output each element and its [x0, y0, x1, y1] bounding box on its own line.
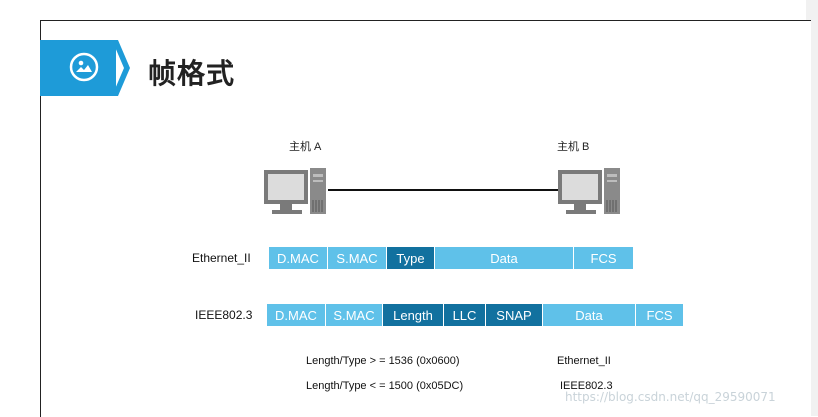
ieee-field-fcs: FCS	[636, 303, 684, 327]
slide-frame	[40, 20, 811, 417]
page-title: 帧格式	[148, 57, 236, 90]
ieee-field-smac: S.MAC	[326, 303, 383, 327]
watermark: https://blog.csdn.net/qq_29590071	[565, 390, 776, 404]
ethernet-ii-label: Ethernet_II	[192, 251, 251, 265]
host-b-label: 主机 B	[557, 141, 590, 153]
eth-field-dmac: D.MAC	[269, 246, 328, 270]
ieee-field-length: Length	[383, 303, 444, 327]
image-icon	[69, 52, 99, 82]
eth-field-type: Type	[387, 246, 435, 270]
chevron-icon	[112, 40, 130, 96]
ieee-field-snap: SNAP	[486, 303, 543, 327]
host-a-computer-icon	[264, 168, 326, 214]
eth-field-smac: S.MAC	[328, 246, 387, 270]
ieee8023-frame: D.MAC S.MAC Length LLC SNAP Data FCS	[266, 302, 685, 330]
eth-field-fcs: FCS	[574, 246, 634, 270]
rule-2-result: IEEE802.3	[560, 380, 613, 392]
host-a-label: 主机 A	[289, 141, 322, 153]
ieee-field-dmac: D.MAC	[267, 303, 326, 327]
ieee-field-data: Data	[543, 303, 636, 327]
rule-1-text: Length/Type > = 1536 (0x0600)	[306, 355, 460, 367]
header-badge	[40, 40, 116, 96]
network-link-line	[328, 189, 558, 191]
rule-2-text: Length/Type < = 1500 (0x05DC)	[306, 380, 464, 392]
eth-field-data: Data	[435, 246, 574, 270]
ieee-field-llc: LLC	[444, 303, 486, 327]
ethernet-ii-frame: D.MAC S.MAC Type Data FCS	[268, 245, 635, 273]
ieee8023-label: IEEE802.3	[195, 308, 253, 322]
host-b-computer-icon	[558, 168, 620, 214]
rule-1-result: Ethernet_II	[557, 355, 611, 367]
